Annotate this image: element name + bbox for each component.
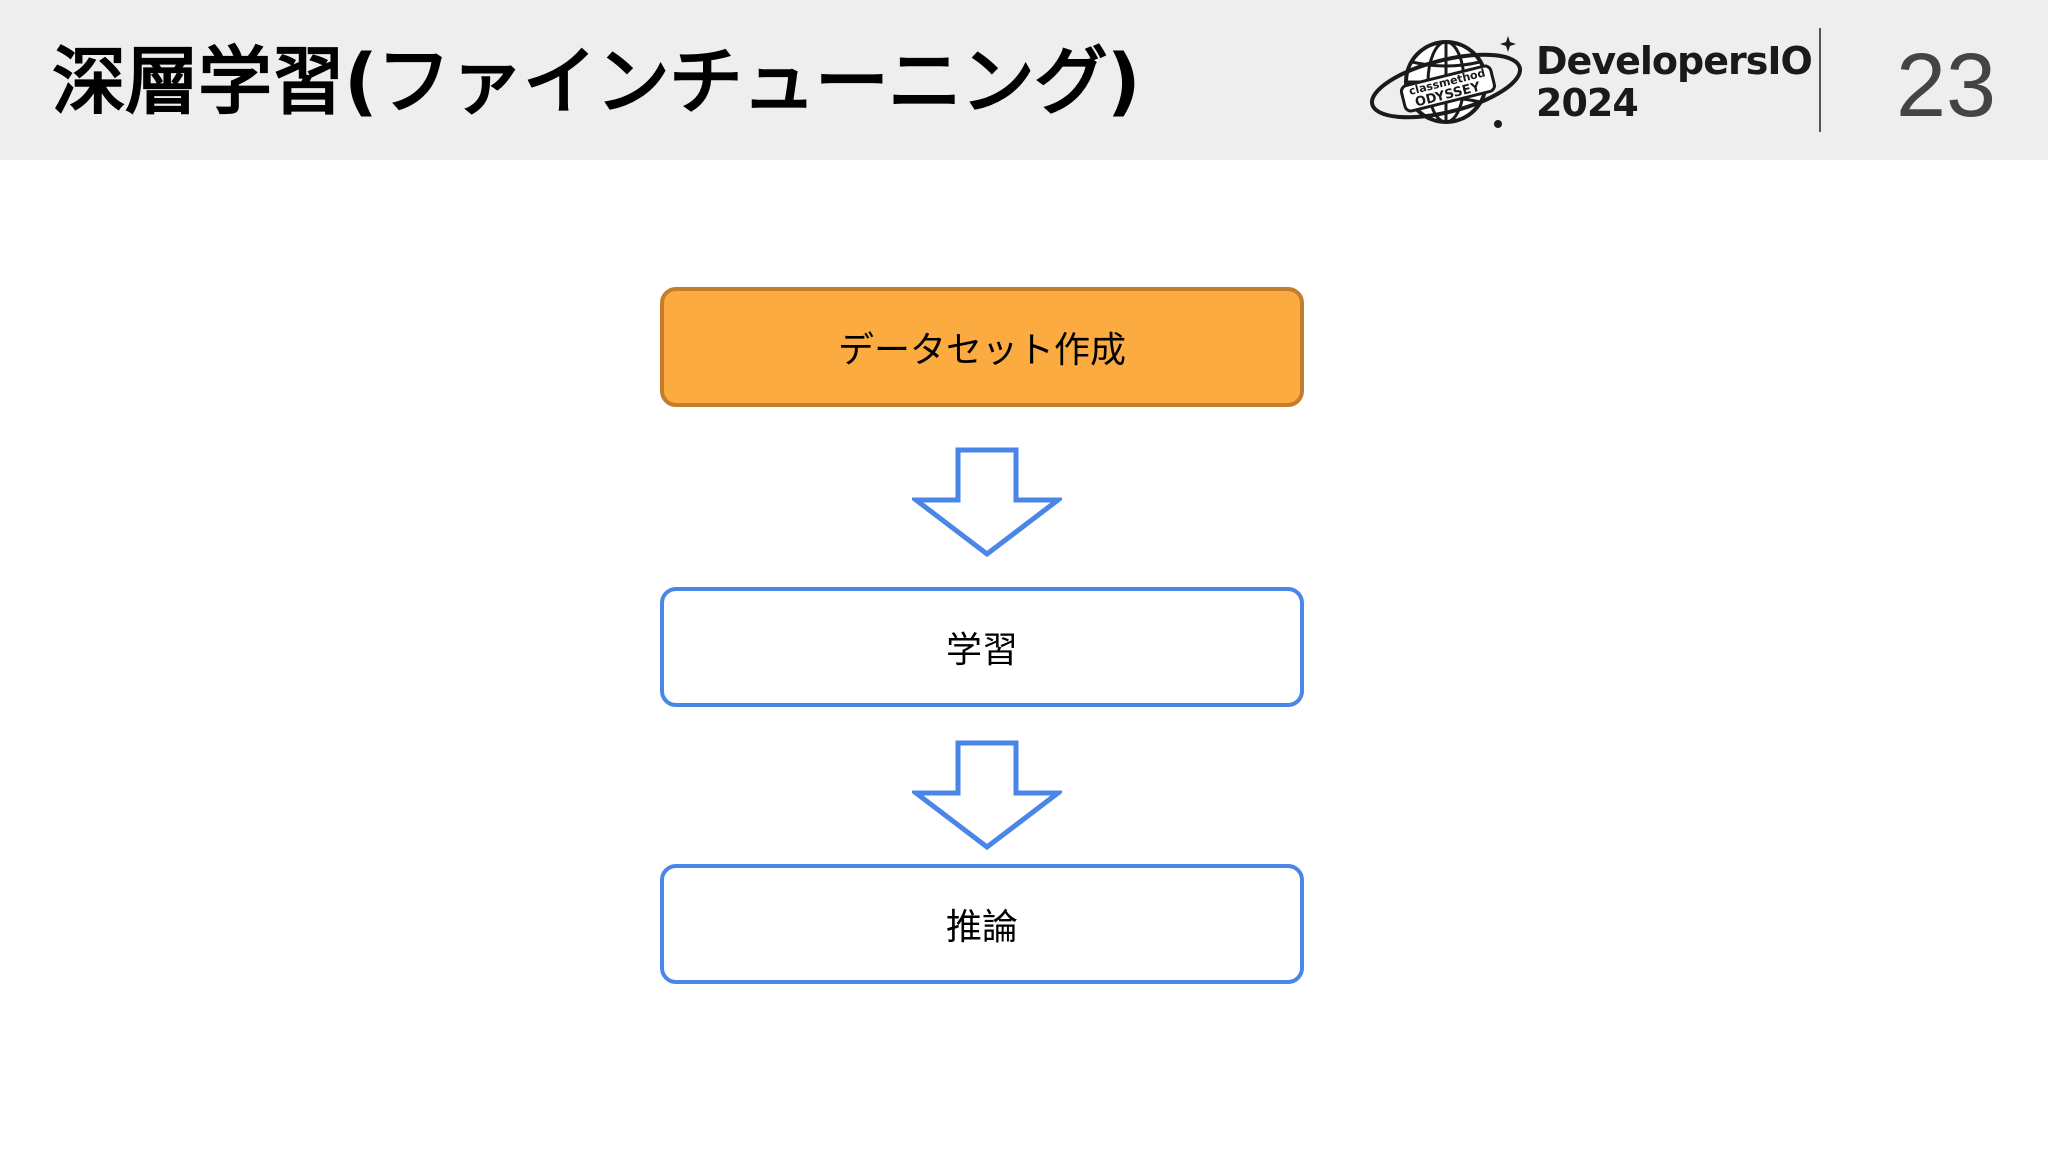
step-inference: 推論 — [660, 864, 1304, 984]
brand-line-2: 2024 — [1536, 81, 1639, 125]
step-dataset-creation-label: データセット作成 — [837, 330, 1126, 371]
header-bar: 深層学習(ファインチューニング) classmethod ODYSSEY Dev… — [0, 0, 2048, 160]
down-arrow-icon — [912, 447, 1062, 558]
brand-name: DevelopersIO 2024 — [1536, 39, 1813, 125]
step-dataset-creation: データセット作成 — [660, 287, 1304, 407]
step-training: 学習 — [660, 587, 1304, 707]
brand-line-1: DevelopersIO — [1536, 39, 1813, 83]
slide-title: 深層学習(ファインチューニング) — [52, 39, 1141, 125]
developersio-odyssey-logo: classmethod ODYSSEY — [1369, 36, 1523, 128]
header-divider — [1819, 28, 1821, 132]
step-training-label: 学習 — [945, 630, 1018, 671]
down-arrow-icon — [912, 740, 1062, 851]
step-inference-label: 推論 — [945, 907, 1018, 948]
page-number: 23 — [1896, 36, 1997, 136]
